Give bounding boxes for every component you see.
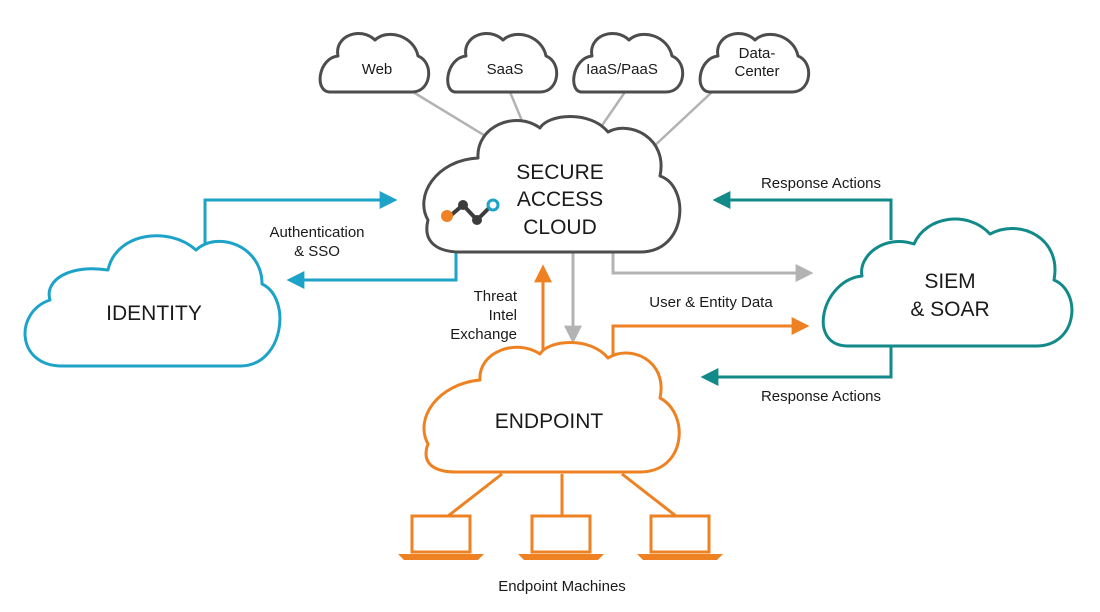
laptop-icon — [398, 514, 484, 560]
machine-connector-right — [621, 472, 677, 518]
datacenter-connector — [649, 91, 713, 151]
cloud-siem-soar-shape — [821, 217, 1074, 348]
cloud-datacenter[interactable]: Data- Center — [698, 31, 811, 94]
cloud-to-identity-arrow — [286, 252, 458, 289]
cloud-web[interactable]: Web — [318, 31, 431, 94]
cloud-saas-shape — [446, 31, 559, 94]
identity-to-cloud-arrow — [203, 191, 398, 248]
cloud-siem-soar[interactable]: SIEM & SOAR — [821, 217, 1074, 348]
siem-to-cloud-arrow — [712, 191, 893, 240]
cloud-datacenter-label-2: Center — [734, 63, 779, 80]
secure-access-line-1: SECURE — [516, 161, 604, 184]
cloud-saas[interactable]: SaaS — [446, 31, 559, 94]
cloud-datacenter-label-1: Data- — [739, 45, 776, 62]
siem-to-endpoint-arrow — [700, 346, 893, 386]
cloud-secure-access-shape — [422, 115, 682, 254]
laptop-icon — [518, 514, 604, 560]
secure-access-line-3: CLOUD — [523, 216, 597, 239]
cloud-datacenter-shape — [698, 31, 811, 94]
endpoint-machines-label: Endpoint Machines — [498, 578, 626, 595]
siem-response-flows — [700, 191, 893, 386]
cloud-iaas-label: IaaS/PaaS — [586, 61, 658, 78]
threat-label-1: Threat — [474, 288, 518, 305]
auth-label-1: Authentication — [269, 224, 364, 241]
cloud-web-shape — [318, 31, 431, 94]
siem-line-2: & SOAR — [910, 298, 989, 321]
web-connector — [412, 90, 493, 142]
machine-connector-left — [447, 472, 503, 518]
user-entity-label: User & Entity Data — [649, 294, 773, 311]
cloud-endpoint-label: ENDPOINT — [495, 410, 604, 433]
siem-line-1: SIEM — [924, 270, 975, 293]
secure-access-logo-icon — [441, 198, 500, 225]
cloud-endpoint[interactable]: ENDPOINT — [422, 341, 681, 474]
auth-label-2: & SSO — [294, 243, 340, 260]
cloud-endpoint-shape — [422, 341, 681, 474]
threat-label-2: Intel — [489, 307, 517, 324]
cloud-iaas[interactable]: IaaS/PaaS — [572, 31, 685, 94]
identity-flows — [203, 191, 458, 289]
cloud-web-label: Web — [362, 61, 393, 78]
response-actions-bottom-label: Response Actions — [761, 388, 881, 405]
cloud-identity[interactable]: IDENTITY — [23, 234, 282, 368]
cloud-identity-label: IDENTITY — [106, 302, 202, 325]
cloud-secure-access[interactable]: SECURE ACCESS CLOUD — [422, 115, 682, 254]
endpoint-to-siem-arrow — [611, 317, 810, 360]
secure-access-line-2: ACCESS — [517, 188, 603, 211]
cloud-saas-label: SaaS — [487, 61, 524, 78]
cloud-identity-shape — [23, 234, 282, 368]
cloud-outflows — [564, 252, 814, 344]
response-actions-top-label: Response Actions — [761, 175, 881, 192]
threat-label-3: Exchange — [450, 326, 517, 343]
cloud-iaas-shape — [572, 31, 685, 94]
top-connectors — [412, 90, 713, 151]
laptop-icon — [637, 514, 723, 560]
edge-labels: Authentication & SSO Threat Intel Exchan… — [269, 175, 881, 595]
machine-connectors — [447, 472, 677, 518]
cloud-to-siem-arrow — [611, 252, 814, 282]
endpoint-flows — [534, 264, 810, 360]
